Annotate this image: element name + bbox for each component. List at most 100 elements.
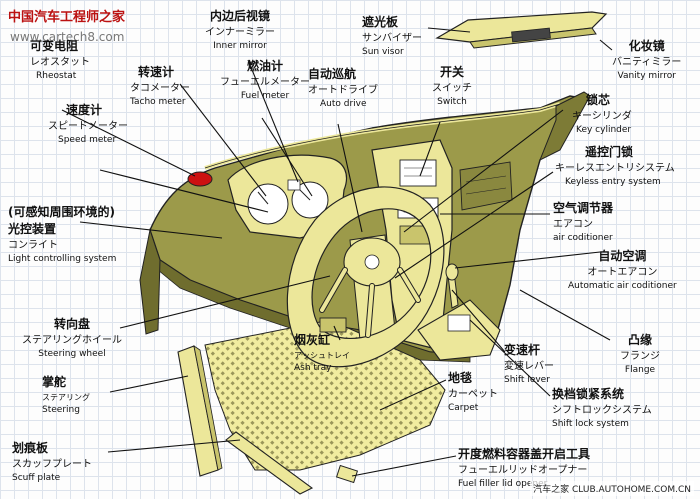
label-en: Key cylinder <box>576 125 632 136</box>
label-en: Flange <box>624 365 656 376</box>
label-en: Speed meter <box>58 135 117 146</box>
label-cn: 内边后视镜 <box>209 9 270 23</box>
label-cn: 空气调节器 <box>553 201 614 215</box>
label-en: Inner mirror <box>213 41 267 52</box>
scuff-plate-shape <box>225 431 314 495</box>
instrument-cluster <box>227 154 348 239</box>
label-carpet: 地毯 カーペット Carpet <box>448 371 498 414</box>
steering-wheel-shape <box>286 186 445 368</box>
label-keyless-entry: 遥控门锁 キーレスエントリシステム Keyless entry system <box>555 145 675 188</box>
label-en: air coditioner <box>553 233 613 244</box>
label-ja: バニティミラー <box>612 56 682 68</box>
label-cn: 换档锁紧系统 <box>552 387 625 401</box>
label-switch: 开关 スイッチ Switch <box>432 65 472 108</box>
label-steering: 掌舵 ステアリング Steering <box>42 375 90 415</box>
label-en: Auto drive <box>320 99 367 110</box>
label-en: Scuff plate <box>12 473 61 484</box>
label-cn: (可感知周围环境的) <box>8 205 115 219</box>
label-en: Shift lever <box>504 375 550 386</box>
label-ja: 変速レバー <box>504 360 554 372</box>
label-ja: アッシュトレイ <box>294 350 350 360</box>
label-ja: レオスタット <box>30 56 90 68</box>
fuel-filler-shape <box>335 464 359 484</box>
label-cn: 烟灰缸 <box>294 333 331 347</box>
label-auto-drive: 自动巡航 オートドライブ Auto drive <box>308 67 378 110</box>
site-brand-watermark: 中国汽车工程师之家 <box>8 10 126 25</box>
label-en: Switch <box>437 97 467 108</box>
label-en: Steering <box>42 404 80 415</box>
label-ja: オートドライブ <box>308 84 378 96</box>
label-cn: 速度计 <box>66 103 103 117</box>
label-ja: スカッフプレート <box>12 458 92 470</box>
label-fuel-meter: 燃油计 フューエルメーター Fuel meter <box>220 59 310 102</box>
left-trim <box>177 345 223 477</box>
label-key-cylinder: 锁芯 キーシリンダ Key cylinder <box>566 93 632 136</box>
label-ja: オートエアコン <box>587 266 658 278</box>
label-ash-tray: 烟灰缸 アッシュトレイ Ash tray <box>294 333 350 373</box>
label-scuff-plate: 划痕板 スカッフプレート Scuff plate <box>12 441 92 484</box>
label-cn: 掌舵 <box>42 375 67 389</box>
label-en: Keyless entry system <box>565 177 661 188</box>
label-cn: 遥控门锁 <box>585 145 634 159</box>
label-ja: タコメーター <box>130 82 190 94</box>
label-tacho-meter: 转速计 タコメーター Tacho meter <box>130 65 190 108</box>
label-en: Light controlling system <box>8 254 117 265</box>
label-cn: 划痕板 <box>12 441 49 455</box>
label-ja: カーペット <box>448 388 498 400</box>
label-cn-line2: 光控装置 <box>8 221 57 236</box>
label-ja: フューエルメーター <box>220 76 310 88</box>
label-cn: 转速计 <box>138 65 175 79</box>
label-ja: キーレスエントリシステム <box>555 162 675 174</box>
label-vanity-mirror: 化妆镜 バニティミラー Vanity mirror <box>612 39 682 82</box>
label-auto-ac: 自动空调 オートエアコン Automatic air coditioner <box>568 249 677 292</box>
label-en: Fuel filler lid opener <box>458 479 548 490</box>
label-light-control: (可感知周围环境的) 光控装置 コンライト Light controlling … <box>8 205 117 265</box>
label-ja: スイッチ <box>432 82 472 94</box>
label-cn: 锁芯 <box>586 93 611 107</box>
label-en: Fuel meter <box>240 91 290 102</box>
label-steering-wheel: 转向盘 ステアリングホイール Steering wheel <box>22 317 122 360</box>
dashboard-body <box>139 91 591 363</box>
label-ja: シフトロックシステム <box>552 404 652 416</box>
label-cn: 转向盘 <box>53 317 90 331</box>
label-cn: 遮光板 <box>362 15 399 29</box>
label-en: Shift lock system <box>552 419 629 430</box>
footer-brand-watermark: 汽车之家 CLUB.AUTOHOME.COM.CN <box>530 481 694 496</box>
label-en: Sun visor <box>362 47 404 58</box>
site-url-watermark: www.cartech8.com <box>10 30 125 44</box>
label-en: Automatic air coditioner <box>568 281 677 292</box>
label-ja: ステアリング <box>42 392 90 402</box>
label-en: Ash tray <box>294 362 332 373</box>
label-flange: 凸缘 フランジ Flange <box>620 333 660 376</box>
label-ja: コンライト <box>8 239 58 251</box>
label-ja: ステアリングホイール <box>22 334 122 346</box>
label-cn: 自动空调 <box>598 249 647 263</box>
label-cn: 开度燃料容器盖开启工具 <box>458 447 591 461</box>
label-en: Rheostat <box>36 71 77 82</box>
label-cn: 地毯 <box>448 371 473 385</box>
label-fuel-filler: 开度燃料容器盖开启工具 フューエルリッドオープナー Fuel filler li… <box>458 447 591 490</box>
label-ja: サンバイザー <box>362 32 422 44</box>
label-cn: 可变电阻 <box>30 39 79 53</box>
label-shift-lever: 变速杆 変速レバー Shift lever <box>504 343 554 386</box>
label-cn: 自动巡航 <box>308 67 357 81</box>
label-cn: 化妆镜 <box>628 39 665 53</box>
label-ja: フランジ <box>620 350 660 362</box>
label-en: Steering wheel <box>38 349 106 360</box>
label-ja: エアコン <box>553 218 593 230</box>
leader-lines <box>61 27 613 477</box>
label-cn: 燃油计 <box>246 59 283 73</box>
label-cn: 开关 <box>439 65 464 79</box>
label-air-conditioner: 空气调节器 エアコン air coditioner <box>553 201 614 244</box>
label-inner-mirror: 内边后视镜 インナーミラー Inner mirror <box>205 9 275 52</box>
label-en: Carpet <box>448 403 479 414</box>
label-ja: キーシリンダ <box>572 110 632 122</box>
label-en: Tacho meter <box>130 97 186 108</box>
sun-visor-shape <box>435 11 608 49</box>
label-sun-visor: 遮光板 サンバイザー Sun visor <box>362 15 422 58</box>
label-ja: インナーミラー <box>205 26 275 38</box>
label-shift-lock: 换档锁紧系统 シフトロックシステム Shift lock system <box>552 387 652 430</box>
label-ja: フューエルリッドオープナー <box>458 464 588 476</box>
label-ja: スピードメーター <box>48 120 128 132</box>
